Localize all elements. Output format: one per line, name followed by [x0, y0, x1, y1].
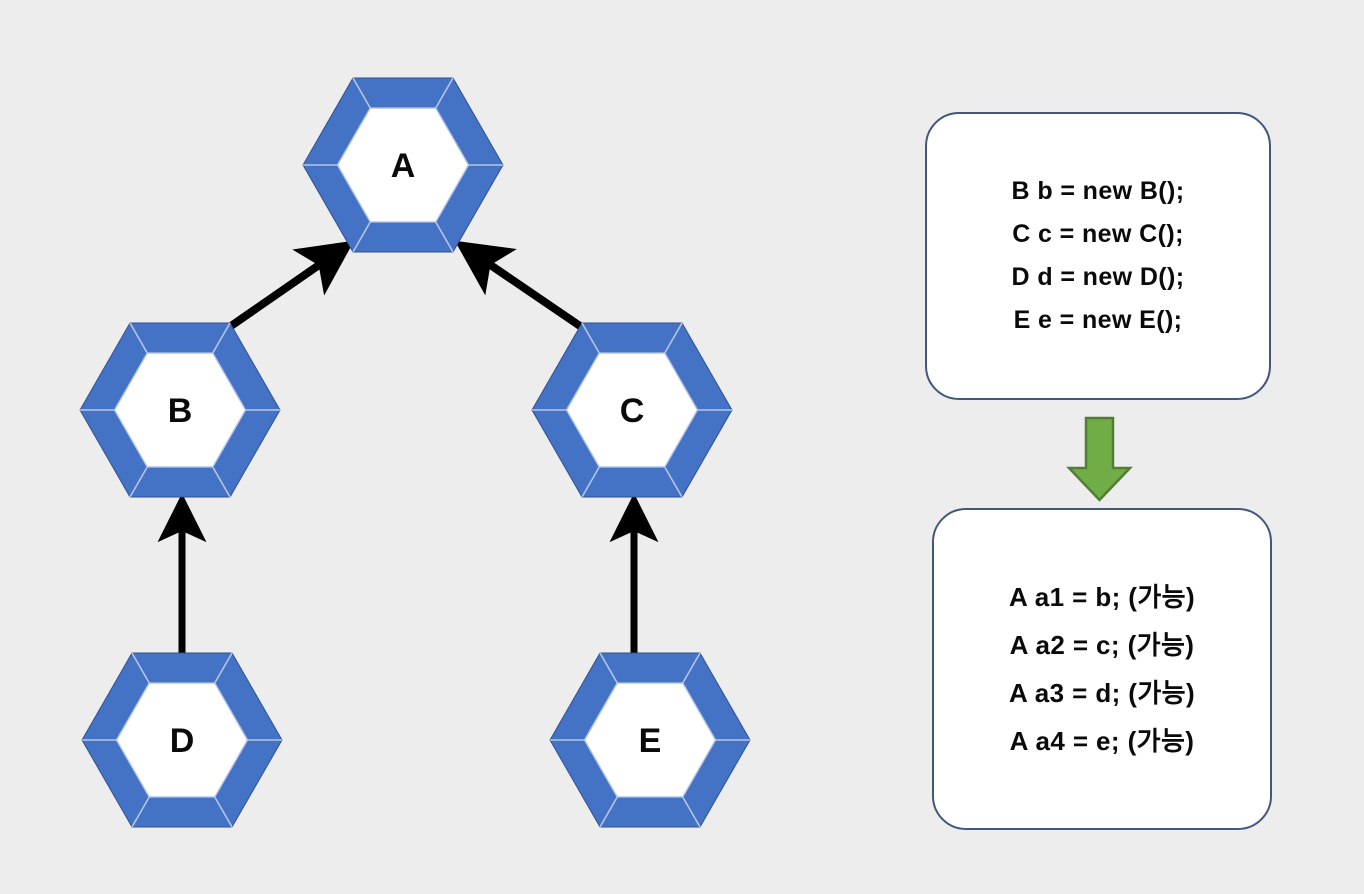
hex-segment-divider — [131, 796, 150, 828]
code-line: E e = new E(); — [1013, 306, 1183, 334]
edge-group — [157, 240, 659, 655]
hex-segment-divider — [599, 652, 618, 684]
hex-inner — [565, 352, 699, 468]
hex-segment-divider — [131, 652, 150, 684]
hex-inner — [113, 352, 247, 468]
code-line: A a4 = e; (가능) — [1009, 726, 1195, 756]
hex-segment-divider — [682, 652, 701, 684]
hex-segment-divider — [214, 796, 233, 828]
hex-node-c: C — [531, 322, 733, 498]
hex-segment-divider — [212, 466, 231, 498]
hex-segment-divider — [214, 652, 233, 684]
hex-segment-divider — [352, 221, 371, 253]
hex-node-d: D — [81, 652, 283, 828]
hex-segment-divider — [352, 77, 371, 109]
hex-segment-divider — [664, 322, 683, 354]
hex-segment-divider — [682, 796, 701, 828]
assignment-code-box: A a1 = b; (가능) A a2 = c; (가능) A a3 = d; … — [932, 508, 1272, 830]
hex-segment-divider — [581, 322, 600, 354]
hex-node-label: E — [639, 722, 662, 760]
hex-node-label: D — [170, 722, 195, 760]
declaration-code-box: B b = new B(); C c = new C(); D d = new … — [925, 112, 1271, 400]
hex-segment-divider — [581, 466, 600, 498]
hex-node-label: B — [168, 392, 193, 430]
arrow-down-icon — [1066, 416, 1133, 502]
hex-inner — [115, 682, 249, 798]
hex-inner — [336, 107, 470, 223]
hex-node-b: B — [79, 322, 281, 498]
hex-segment-divider — [129, 466, 148, 498]
hex-segment-divider — [435, 221, 454, 253]
code-line: A a1 = b; (가능) — [1008, 582, 1196, 612]
edge-b-to-a — [228, 240, 355, 330]
hex-segment-divider — [599, 796, 618, 828]
code-line: C c = new C(); — [1012, 220, 1184, 248]
hex-node-label: A — [391, 147, 416, 185]
hex-node-label: C — [620, 392, 645, 430]
code-line: D d = new D(); — [1011, 263, 1185, 291]
hex-node-a: A — [302, 77, 504, 253]
hex-segment-divider — [212, 322, 231, 354]
code-line: A a2 = c; (가능) — [1009, 630, 1195, 660]
hex-segment-divider — [129, 322, 148, 354]
hex-segment-divider — [664, 466, 683, 498]
hex-node-e: E — [549, 652, 751, 828]
hex-segment-divider — [435, 77, 454, 109]
hex-inner — [583, 682, 717, 798]
code-line: A a3 = d; (가능) — [1008, 678, 1196, 708]
edge-c-to-a — [454, 240, 583, 330]
code-line: B b = new B(); — [1011, 177, 1185, 205]
